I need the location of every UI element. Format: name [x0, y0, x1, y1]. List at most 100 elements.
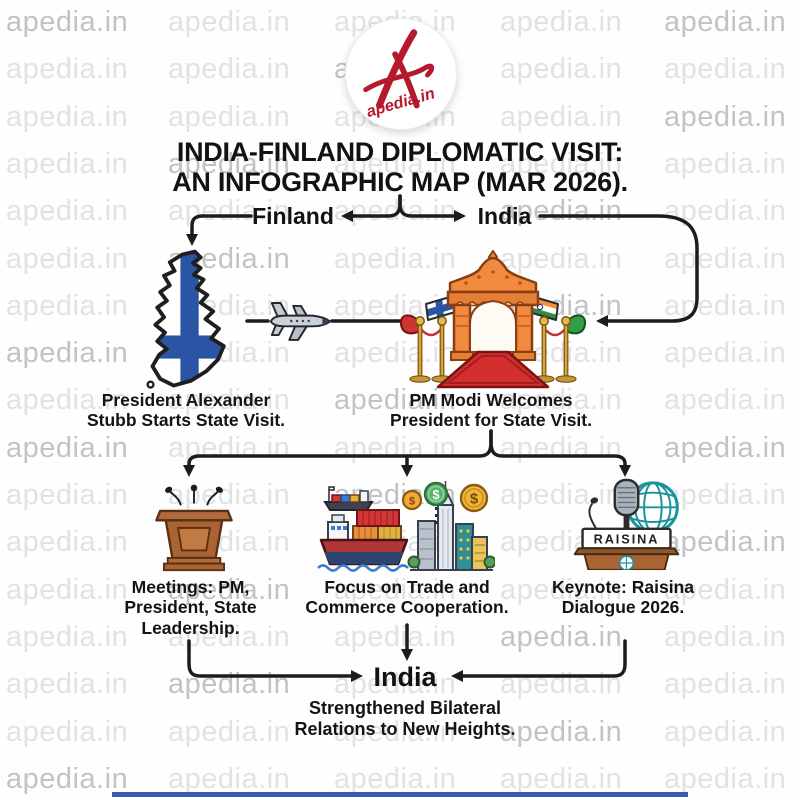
watermark-text: apedia.in [168, 573, 291, 606]
watermark-text: apedia.in [500, 6, 623, 38]
watermark-text: apedia.in [500, 242, 623, 275]
watermark-text: apedia.in [664, 289, 787, 322]
watermark-text: apedia.in [664, 668, 787, 701]
watermark-text: apedia.in [334, 762, 457, 795]
watermark-text: apedia.in [664, 147, 787, 180]
india-welcome-gate-icon [398, 250, 588, 390]
watermark-text: apedia.in [500, 384, 623, 417]
watermark-text: apedia.in [500, 147, 623, 180]
watermark-text: apedia.in [6, 195, 129, 228]
finland-caption: President Alexander Stubb Starts State V… [86, 390, 286, 431]
watermark-text: apedia.in [168, 147, 291, 180]
watermark-text: apedia.in [168, 479, 291, 511]
watermark-text: apedia.in [334, 715, 457, 748]
page-title: INDIA-FINLAND DIPLOMATIC VISIT: AN INFOG… [172, 137, 628, 198]
meetings-caption: Meetings: PM, President, State Leadershi… [124, 577, 257, 638]
watermark-text: apedia.in [6, 147, 129, 180]
watermark-text: apedia.in [500, 195, 623, 228]
bottom-accent-bar [112, 792, 688, 797]
watermark-text: apedia.in [664, 53, 787, 86]
watermark-text: apedia.in [334, 384, 457, 417]
podium-microphones-icon [147, 479, 241, 573]
finland-branch-label: Finland [252, 203, 334, 229]
watermark-text: apedia.in [6, 620, 129, 653]
watermark-text: apedia.in [6, 6, 129, 38]
raisina-sign-text: RAISINA [594, 532, 660, 546]
watermark-text: apedia.in [664, 573, 787, 606]
watermark-text: apedia.in [6, 715, 129, 748]
watermark-text: apedia.in [500, 100, 623, 133]
watermark-text: apedia.in [500, 668, 623, 701]
watermark-text: apedia.in [168, 53, 291, 86]
finland-map-flag-icon [138, 248, 244, 394]
watermark-text: apedia.in [500, 53, 623, 86]
watermark-text: apedia.in [6, 762, 129, 795]
watermark-text: apedia.in [334, 337, 457, 370]
watermark-text: apedia.in [664, 620, 787, 653]
watermark-text: apedia.in [6, 384, 129, 417]
watermark-text: apedia.in [334, 195, 457, 228]
brand-logo: apedia.in [345, 18, 457, 130]
svg-text:$: $ [470, 491, 479, 508]
trade-commerce-icon: $ $ $ [315, 477, 495, 577]
watermark-text: apedia.in [6, 479, 129, 511]
trade-caption: Focus on Trade and Commerce Cooperation. [305, 577, 509, 618]
svg-text:$: $ [432, 487, 440, 502]
arrow-fork-left [341, 194, 402, 222]
raisina-dialogue-icon: RAISINA [563, 472, 690, 570]
watermark-text: apedia.in [168, 431, 291, 464]
keynote-caption: Keynote: Raisina Dialogue 2026. [552, 577, 694, 618]
watermark-text: apedia.in [334, 147, 457, 180]
arrow-keynote-to-india [451, 639, 627, 682]
watermark-text: apedia.in [500, 762, 623, 795]
outcome-caption: Strengthened Bilateral Relations to New … [294, 698, 516, 740]
watermark-text: apedia.in [664, 526, 787, 559]
arrow-fork-right [398, 194, 466, 222]
watermark-text: apedia.in [168, 6, 291, 38]
watermark-text: apedia.in [334, 573, 457, 606]
watermark-text: apedia.in [168, 195, 291, 228]
watermark-text: apedia.in [6, 242, 129, 275]
arrow-branch-keynote [489, 429, 631, 477]
watermark-text: apedia.in [500, 431, 623, 464]
watermark-text: apedia.in [664, 715, 787, 748]
arrow-to-gate [538, 214, 699, 327]
india-branch-label: India [477, 203, 532, 229]
watermark-text: apedia.in [168, 762, 291, 795]
watermark-text: apedia.in [6, 526, 129, 559]
watermark-text: apedia.in [664, 762, 787, 795]
watermark-text: apedia.in [334, 242, 457, 275]
arrow-to-finland-map [186, 214, 253, 246]
watermark-text: apedia.in [664, 431, 787, 464]
watermark-text: apedia.in [334, 620, 457, 653]
watermark-text: apedia.in [334, 431, 457, 464]
gate-caption: PM Modi Welcomes President for State Vis… [390, 390, 592, 431]
watermark-text: apedia.in [6, 289, 129, 322]
watermark-text: apedia.in [6, 668, 129, 701]
watermark-text: apedia.in [168, 715, 291, 748]
watermark-text: apedia.in [168, 384, 291, 417]
watermark-text: apedia.in [6, 573, 129, 606]
watermark-text: apedia.in [500, 715, 623, 748]
brand-logo-text: apedia.in [364, 84, 437, 121]
watermark-text: apedia.in [664, 100, 787, 133]
watermark-text: apedia.in [664, 6, 787, 38]
arrow-meetings-to-india [187, 639, 363, 682]
watermark-text: apedia.in [168, 100, 291, 133]
watermark-text: apedia.in [6, 337, 129, 370]
watermark-text: apedia.in [500, 479, 623, 511]
watermark-text: apedia.in [6, 100, 129, 133]
airplane-icon [266, 296, 334, 345]
outcome-india-label: India [373, 662, 437, 692]
svg-text:$: $ [409, 496, 415, 508]
watermark-text: apedia.in [500, 573, 623, 606]
watermark-text: apedia.in [6, 53, 129, 86]
watermark-text: apedia.in [664, 384, 787, 417]
watermark-text: apedia.in [664, 242, 787, 275]
watermark-text: apedia.in [664, 337, 787, 370]
watermark-text: apedia.in [6, 431, 129, 464]
watermark-text: apedia.in [168, 668, 291, 701]
arrow-branch-meetings [183, 429, 493, 477]
